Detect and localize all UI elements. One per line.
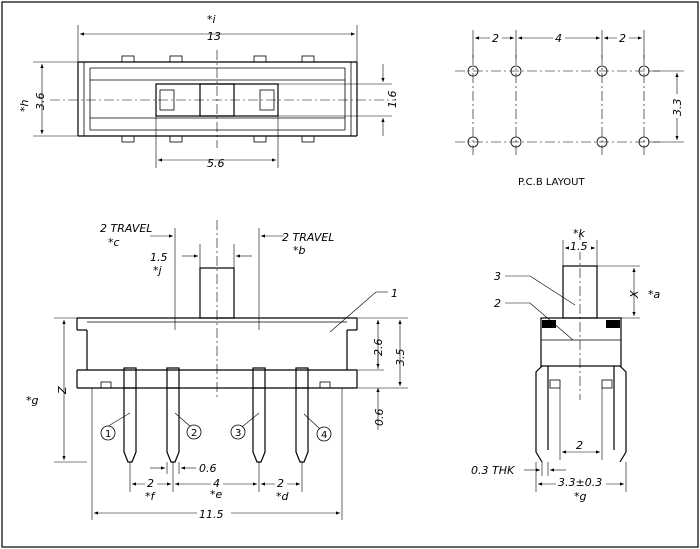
part-3-callout: 3 (494, 270, 501, 283)
travel-left: 2 TRAVEL (100, 222, 152, 235)
pin-2-label: 2 (191, 428, 197, 439)
part-2-callout: 2 (494, 297, 501, 310)
top-overall-width: 13 (207, 30, 221, 43)
z-label: Z (56, 386, 69, 395)
actuator-width-ref: *j (153, 264, 163, 277)
pin-width: 0.6 (199, 462, 217, 475)
side-view: *k 1.5 3 2 X *a 2 0.3 THK 3.3±0.3 *g (471, 227, 661, 503)
body-height: 2.6 (372, 339, 385, 357)
travel-right: 2 TRAVEL (282, 231, 334, 244)
side-a-ref: *a (648, 288, 661, 301)
side-actuator-width: 1.5 (570, 240, 588, 253)
side-k-ref: *k (573, 227, 586, 240)
pitch-d-ref: *d (276, 490, 290, 503)
travel-right-ref: *b (293, 244, 306, 257)
pin-3-label: 3 (235, 428, 241, 439)
standoff: 0.6 (373, 409, 386, 427)
pcb-pitch-left: 2 (492, 32, 499, 45)
side-thickness: 0.3 THK (471, 464, 515, 477)
front-view: 2 TRAVEL *c 2 TRAVEL *b 1.5 *j 1 2.6 3.5… (26, 220, 408, 521)
side-x-label: X (628, 290, 641, 299)
top-height-ref: *h (18, 100, 31, 113)
pitch-d: 2 (277, 477, 284, 490)
part-1-callout: 1 (391, 287, 398, 300)
pcb-pitch-mid: 4 (555, 32, 562, 45)
pin-1 (123, 367, 137, 463)
pin-4-label: 4 (321, 430, 327, 441)
base-width: 11.5 (199, 508, 224, 521)
slot-height: 1.6 (386, 91, 399, 109)
side-g-ref: *g (574, 490, 587, 503)
side-pin-spacing: 2 (576, 439, 583, 452)
pcb-pitch-right: 2 (619, 32, 626, 45)
travel-left-ref: *c (108, 236, 120, 249)
pin-3 (252, 367, 266, 463)
front-g-ref: *g (26, 394, 39, 407)
pcb-caption: P.C.B LAYOUT (518, 177, 585, 188)
top-height: 3.6 (34, 93, 47, 111)
pitch-e: 4 (213, 477, 220, 490)
actuator-width: 1.5 (150, 251, 168, 264)
side-row-spacing: 3.3±0.3 (558, 476, 602, 489)
pitch-e-ref: *e (210, 488, 223, 501)
pcb-row-spacing: 3.3 (671, 99, 684, 117)
pin-4 (295, 367, 309, 463)
pin-1-label: 1 (105, 429, 111, 440)
slot-width: 5.6 (207, 157, 225, 170)
total-height: 3.5 (394, 349, 407, 367)
pitch-f-ref: *f (145, 490, 157, 503)
pcb-layout: 2 4 2 3.3 P.C.B LAYOUT (455, 30, 684, 188)
pitch-f: 2 (147, 477, 154, 490)
top-overall-width-ref: *i (207, 13, 216, 26)
top-view: *i 13 3.6 *h 1.6 5.6 (18, 13, 399, 170)
